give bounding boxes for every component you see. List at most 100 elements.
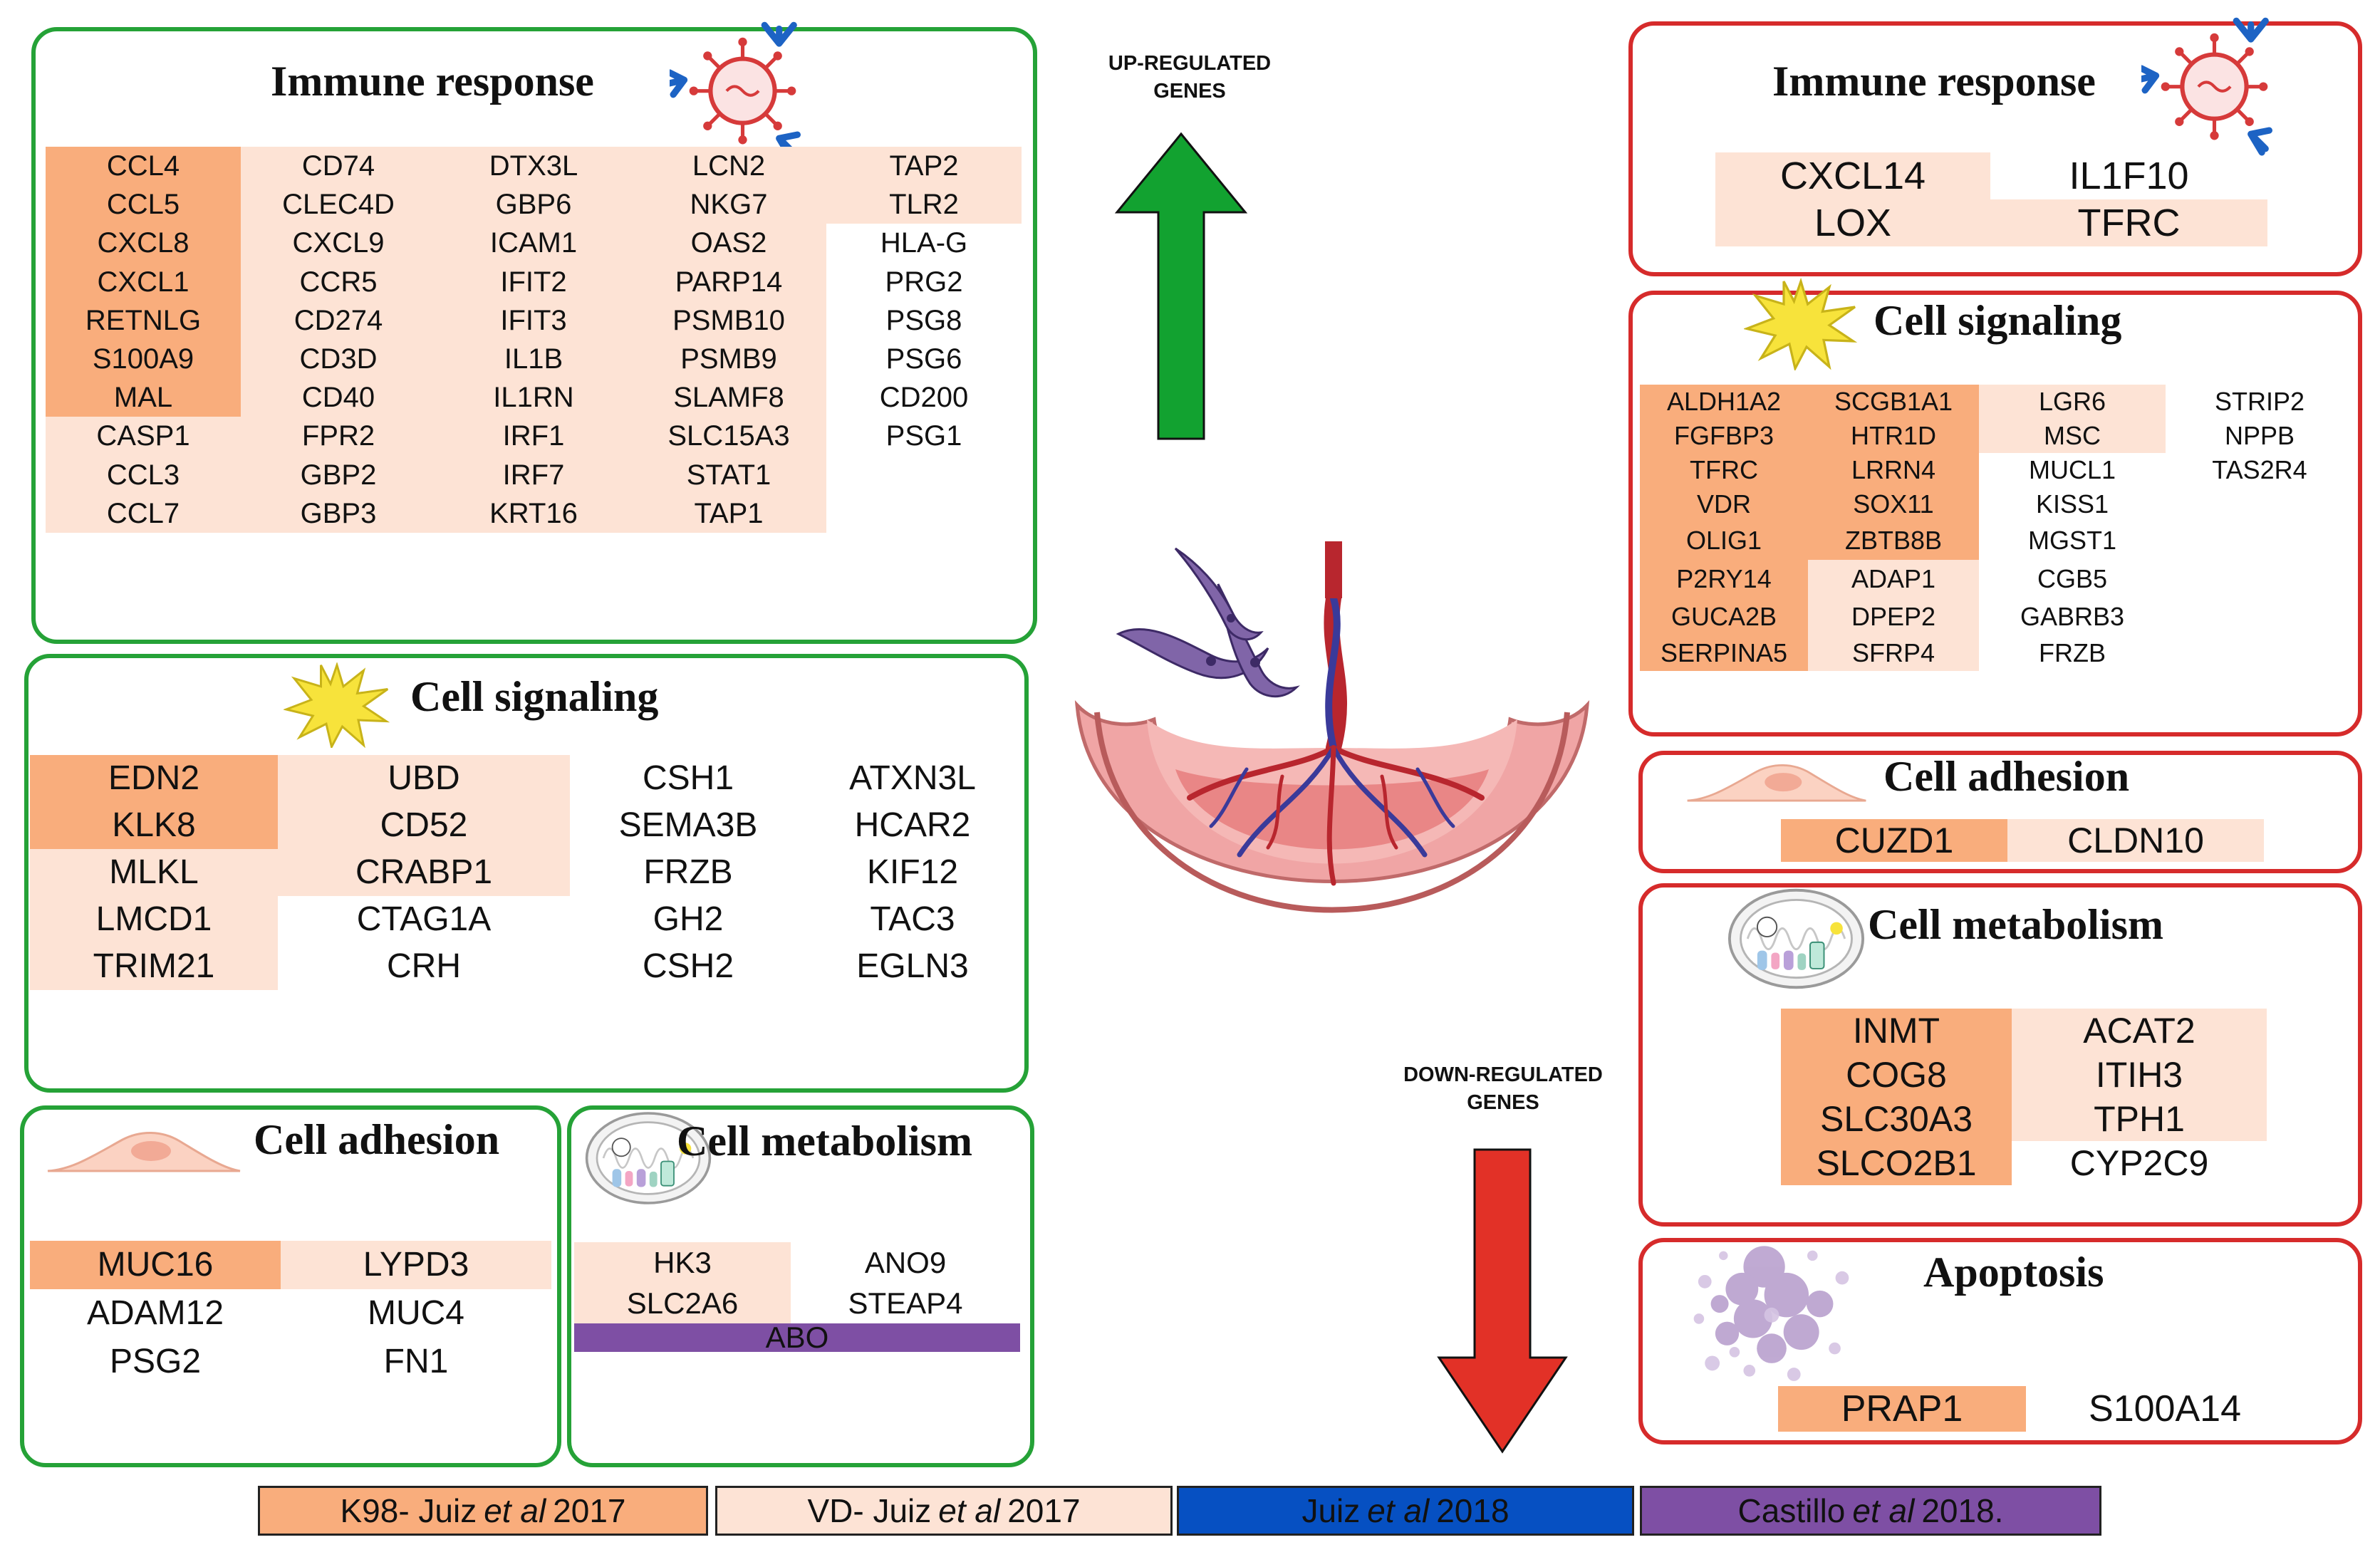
- down-cell-metabolism-title: Cell metabolism: [1868, 901, 2163, 948]
- gene-cell-psg2: PSG2: [109, 1343, 202, 1380]
- gene-cell-tap2: TAP2: [826, 147, 1022, 186]
- gene-cell-cxcl8: CXCL8: [46, 224, 241, 263]
- gene-cell-guca2b: GUCA2B: [1640, 598, 1808, 635]
- gene-cell-crabp1: CRABP1: [278, 849, 570, 896]
- down-immune-response-title: Immune response: [1772, 58, 2096, 105]
- gene-cell-frzb: FRZB: [2039, 638, 2106, 667]
- gene-cell-gbp6: GBP6: [436, 185, 631, 224]
- up-arrow-icon: [1114, 132, 1248, 440]
- gene-cell-ccl5: CCL5: [46, 185, 241, 224]
- gene-cell-lmcd1: LMCD1: [30, 896, 278, 943]
- empty-cell: [2166, 598, 2354, 635]
- up-cell-signaling-title: Cell signaling: [410, 673, 659, 720]
- gene-cell-slc15a3: SLC15A3: [631, 417, 826, 456]
- gene-cell-gh2: GH2: [653, 900, 724, 938]
- gene-cell-cd274: CD274: [241, 301, 436, 340]
- gene-cell-trim21: TRIM21: [30, 943, 278, 990]
- gene-cell-dpep2: DPEP2: [1808, 598, 1979, 635]
- gene-cell-prg2: PRG2: [885, 266, 963, 298]
- gene-cell-klk8: KLK8: [30, 802, 278, 849]
- antibody-virus-icon: [2141, 10, 2287, 156]
- gene-cell-oas2: OAS2: [631, 224, 826, 263]
- gene-cell-muc16: MUC16: [30, 1241, 281, 1289]
- down-cell-signaling-title: Cell signaling: [1874, 297, 2122, 344]
- cell-icon: [44, 1127, 244, 1177]
- gene-cell-ifit3: IFIT3: [436, 301, 631, 340]
- empty-cell: [2166, 521, 2354, 560]
- gene-cell-gabrb3: GABRB3: [2020, 602, 2125, 631]
- gene-cell-tfrc: TFRC: [1640, 453, 1808, 487]
- gene-cell-slco2b1: SLCO2B1: [1781, 1141, 2012, 1185]
- gene-cell-parp14: PARP14: [631, 262, 826, 301]
- mitochondria-icon: [1727, 886, 1866, 991]
- gene-cell-itih3: ITIH3: [2012, 1053, 2267, 1097]
- up-immune-response-panel: [31, 27, 1037, 644]
- gene-cell-cd52: CD52: [278, 802, 570, 849]
- gene-cell-irf7: IRF7: [436, 455, 631, 494]
- gene-cell-dtx3l: DTX3L: [436, 147, 631, 186]
- gene-cell-il1rn: IL1RN: [436, 378, 631, 417]
- gene-cell-egln3: EGLN3: [856, 947, 969, 985]
- gene-cell-adap1: ADAP1: [1808, 560, 1979, 598]
- gene-cell-cd200: CD200: [879, 382, 969, 414]
- gene-cell-muc4: MUC4: [367, 1294, 464, 1332]
- gene-cell-retnlg: RETNLG: [46, 301, 241, 340]
- gene-cell-psmb9: PSMB9: [631, 339, 826, 379]
- gene-cell-tph1: TPH1: [2012, 1097, 2267, 1141]
- gene-cell-cd40: CD40: [241, 378, 436, 417]
- gene-cell-il1b: IL1B: [436, 339, 631, 379]
- gene-cell-slc30a3: SLC30A3: [1781, 1097, 2012, 1141]
- gene-cell-slc2a6: SLC2A6: [574, 1283, 791, 1323]
- gene-cell-mgst1: MGST1: [2027, 526, 2116, 555]
- gene-cell-p2ry14: P2RY14: [1640, 560, 1808, 598]
- gene-cell-irf1: IRF1: [436, 417, 631, 456]
- gene-cell-tap1: TAP1: [631, 494, 826, 533]
- apoptotic-bodies-icon: [1683, 1237, 1861, 1386]
- gene-cell-tac3: TAC3: [870, 900, 955, 938]
- down-cell-signaling-panel: [1628, 291, 2362, 736]
- up-cell-metabolism-title: Cell metabolism: [677, 1118, 972, 1165]
- gene-cell-crh: CRH: [387, 947, 461, 985]
- gene-cell-frzb: FRZB: [643, 853, 733, 891]
- gene-cell-cxcl9: CXCL9: [241, 224, 436, 263]
- gene-cell-tlr2: TLR2: [826, 185, 1022, 224]
- down-apoptosis-title: Apoptosis: [1923, 1249, 2104, 1296]
- gene-cell-atxn3l: ATXN3L: [849, 759, 976, 797]
- gene-cell-ubd: UBD: [278, 755, 570, 802]
- gene-cell-htr1d: HTR1D: [1808, 419, 1979, 453]
- empty-cell: [826, 456, 1022, 494]
- gene-cell-s100a14: S100A14: [2089, 1388, 2241, 1430]
- empty-cell: [2166, 560, 2354, 598]
- gene-cell-cog8: COG8: [1781, 1053, 2012, 1097]
- gene-cell-mlkl: MLKL: [30, 849, 278, 896]
- gene-cell-fpr2: FPR2: [241, 417, 436, 456]
- gene-cell-scgb1a1: SCGB1A1: [1808, 385, 1979, 419]
- down-apoptosis-panel: [1638, 1238, 2362, 1444]
- gene-cell-stat1: STAT1: [631, 455, 826, 494]
- gene-cell-mal: MAL: [46, 378, 241, 417]
- gene-cell-kiss1: KISS1: [2035, 489, 2109, 519]
- gene-cell-csh1: CSH1: [642, 759, 734, 797]
- gene-cell-vdr: VDR: [1640, 487, 1808, 521]
- gene-cell-cuzd1: CUZD1: [1781, 819, 2007, 862]
- up-cell-adhesion-panel: [20, 1105, 561, 1467]
- gene-cell-fgfbp3: FGFBP3: [1640, 419, 1808, 453]
- gene-cell-strip2: STRIP2: [2214, 387, 2305, 416]
- gene-cell-msc: MSC: [1979, 419, 2166, 453]
- gene-cell-adam12: ADAM12: [86, 1294, 224, 1332]
- gene-cell-steap4: STEAP4: [848, 1286, 963, 1320]
- gene-cell-inmt: INMT: [1781, 1009, 2012, 1053]
- cell-icon: [1684, 759, 1869, 806]
- gene-cell-serpina5: SERPINA5: [1640, 635, 1808, 671]
- gene-cell-acat2: ACAT2: [2012, 1009, 2267, 1053]
- up-cell-signaling-panel: [24, 654, 1029, 1093]
- gene-cell-hcar2: HCAR2: [854, 806, 971, 844]
- gene-cell-sema3b: SEMA3B: [618, 806, 758, 844]
- gene-cell-s100a9: S100A9: [46, 339, 241, 379]
- down-immune-response-panel: [1628, 21, 2362, 276]
